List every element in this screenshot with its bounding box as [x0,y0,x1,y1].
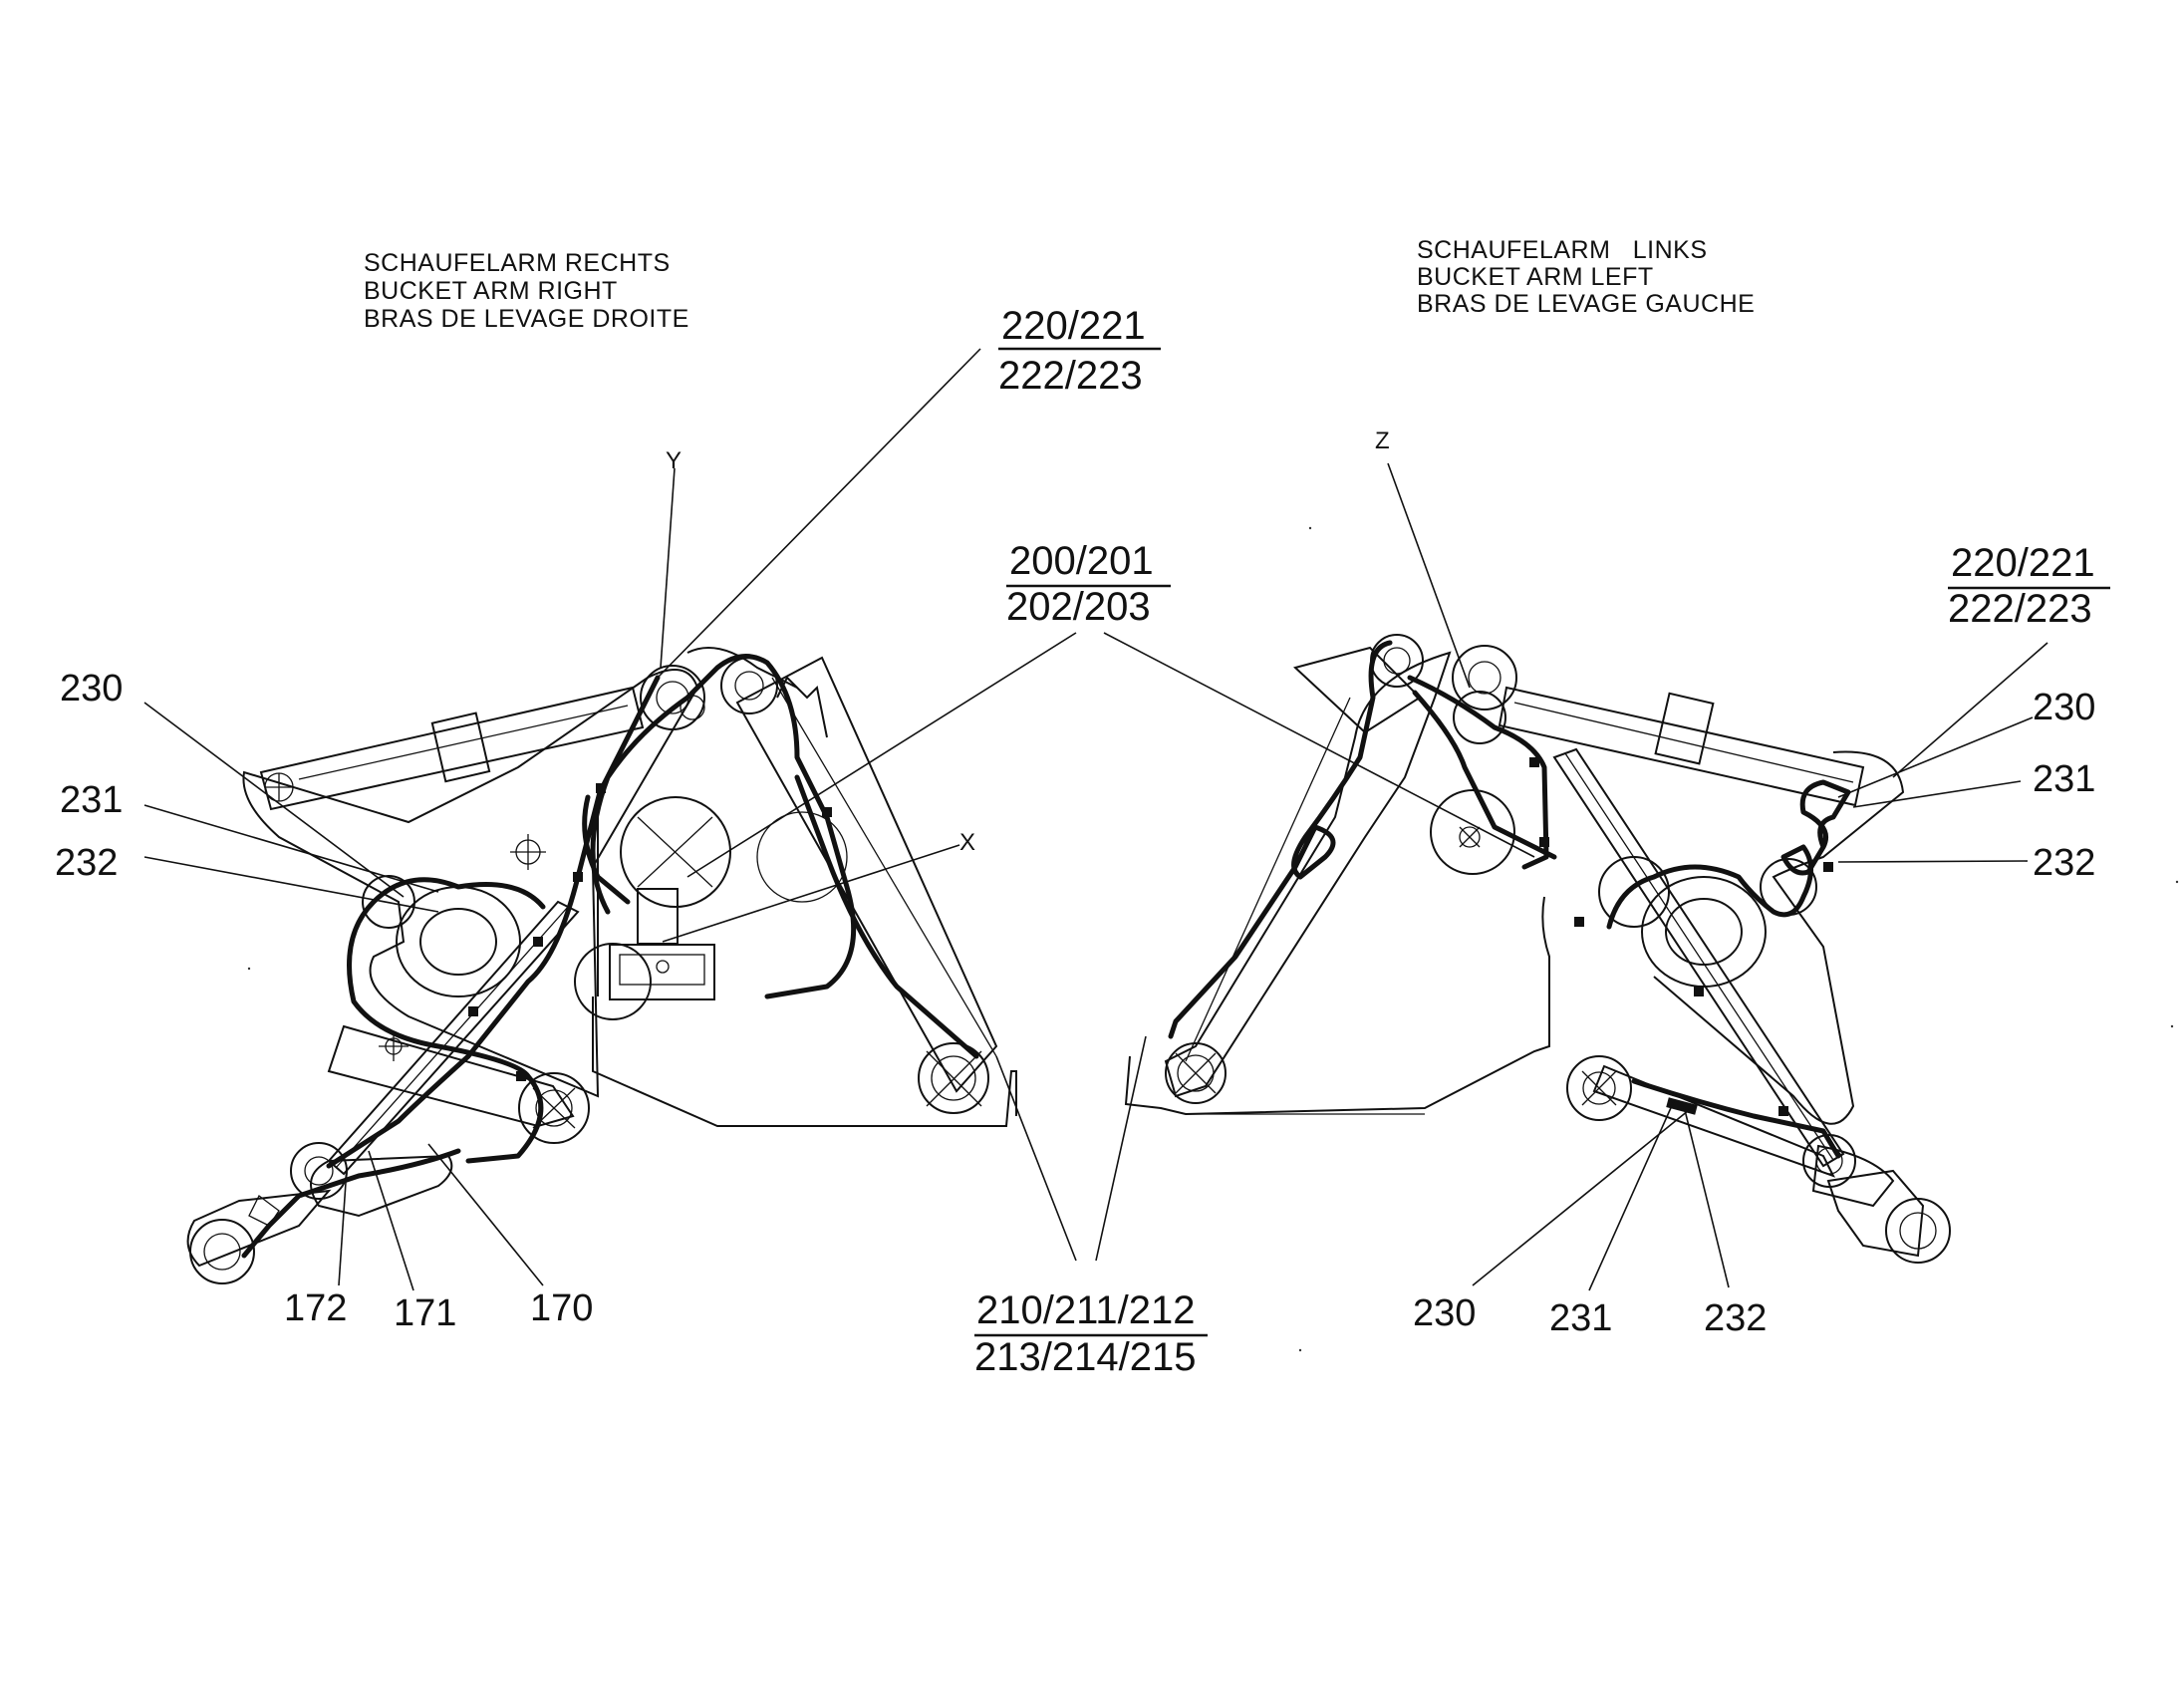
title-left-arm: SCHAUFELARM LINKS BUCKET ARM LEFT BRAS D… [1417,236,1755,318]
callout-230-right: 230 [60,668,123,710]
title-left-arm-fr: BRAS DE LEVAGE GAUCHE [1417,290,1755,318]
callout-231-left: 231 [2033,758,2095,800]
hose-low-left [1631,1078,1841,1159]
tilt-cylinder [259,686,645,811]
hose-mid-left [1412,690,1557,860]
hose-mid [582,794,631,905]
bucket-link-left [1802,1134,1951,1264]
hose-upper-right [590,654,857,999]
hose-long-right [326,675,661,1169]
callout-232-left-bottom: 232 [1704,1297,1767,1339]
callout-232-right: 232 [55,842,118,884]
pivot-lower-right [518,1072,590,1144]
fraction-center-lower: 202/203 [1006,585,1151,629]
hub-center-left [1430,789,1670,928]
bell-crank [242,669,699,1098]
callout-232-left: 232 [2033,842,2095,884]
callouts-right-arm: 230 231 232 172 171 170 [55,668,593,1334]
frame-plate-outline-left [1124,896,1550,1116]
fraction-top-left-upper: 220/221 [1001,304,1146,348]
hose-loop-left [1407,675,1549,870]
hub-center [379,796,848,1061]
valve-block [609,888,715,1000]
lift-arm-left [1164,646,1452,1104]
clamps-left [1529,757,1833,1116]
fraction-bottom: 210/211/212 213/214/215 [974,1288,1208,1379]
hub-oval-left [362,875,521,997]
frame-plate-outline [592,996,1017,1127]
callout-230-left-bottom: 230 [1413,1292,1476,1334]
title-left-arm-en: BUCKET ARM LEFT [1417,263,1654,291]
view-letters: Y Z X [666,427,1390,856]
bucket-link-right [186,1142,348,1284]
hose-long-center [794,774,979,1059]
callout-170: 170 [530,1287,593,1329]
view-letter-x: X [959,829,975,856]
hose-long-left [1168,640,1393,1039]
pivot-lower-left [1566,1055,1632,1121]
callout-231-right: 231 [60,779,123,821]
bell-crank-left [1653,750,1905,1125]
fraction-center-upper: 200/201 [1009,539,1154,583]
fraction-top-right: 220/221 222/223 [1948,541,2110,631]
callouts-left-arm: 230 231 232 230 231 232 [1413,687,2095,1339]
lift-arm [686,647,998,1114]
drawing-right-arm [186,647,1017,1284]
tilt-cylinder-left [1498,686,1865,807]
title-left-arm-de: SCHAUFELARM LINKS [1417,236,1708,264]
fraction-bottom-lower: 213/214/215 [974,1335,1196,1379]
hose-loop-right [347,877,546,1164]
pivot-upper-left [1370,634,1517,744]
callout-171: 171 [394,1292,456,1334]
hose-low-right [241,1148,461,1259]
title-right-arm-en: BUCKET ARM RIGHT [364,277,618,305]
view-letter-y: Y [666,447,682,474]
fraction-top-left-lower: 222/223 [998,354,1143,398]
linkage-bars-left [1552,747,1895,1208]
callout-172: 172 [284,1287,347,1329]
hub-oval-right [1641,858,1817,988]
hose-right-loop [1606,779,1851,930]
fraction-top-right-lower: 222/223 [1948,587,2092,631]
callout-231-left-bottom: 231 [1549,1297,1612,1339]
leader-lines [143,348,2048,1291]
title-right-arm-fr: BRAS DE LEVAGE DROITE [364,305,689,333]
drawing-left-arm [1124,634,1951,1264]
title-right-arm-de: SCHAUFELARM RECHTS [364,249,671,277]
clamps-right [468,783,832,1081]
title-right-arm: SCHAUFELARM RECHTS BUCKET ARM RIGHT BRAS… [364,249,689,333]
view-letter-z: Z [1375,427,1390,454]
fraction-top-right-upper: 220/221 [1951,541,2095,585]
callout-230-left: 230 [2033,687,2095,728]
fraction-center: 200/201 202/203 [1006,539,1171,629]
fraction-top-left: 220/221 222/223 [998,304,1161,398]
fraction-bottom-upper: 210/211/212 [976,1288,1195,1332]
